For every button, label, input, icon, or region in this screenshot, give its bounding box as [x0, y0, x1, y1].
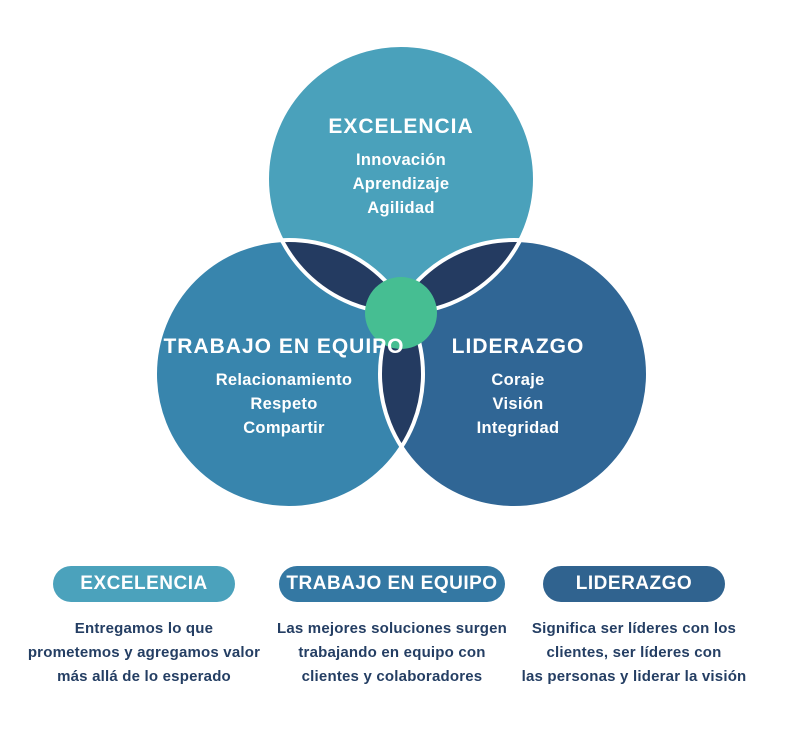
- excelencia-badge-label: EXCELENCIA: [80, 573, 208, 594]
- trabajo-item: Relacionamiento: [215, 371, 353, 389]
- trabajo-item: Respeto: [250, 395, 318, 413]
- trabajo-circle-border: [153, 238, 425, 510]
- liderazgo-circle: [380, 240, 648, 508]
- excelencia-item: Aprendizaje: [352, 175, 450, 193]
- trabajo-badge-label: TRABAJO EN EQUIPO: [286, 573, 498, 594]
- trabajo-description: Las mejores soluciones surgen trabajando…: [276, 620, 508, 685]
- excelencia-item: Innovación: [355, 151, 447, 169]
- liderazgo-text-block: LIDERAZGO Coraje Visión Integridad: [393, 334, 643, 440]
- venn-diagram: [153, 43, 650, 510]
- liderazgo-badge-label: LIDERAZGO: [575, 573, 693, 594]
- center-core-circle: [365, 277, 437, 349]
- trabajo-badge: TRABAJO EN EQUIPO: [279, 566, 505, 602]
- trabajo-item: Compartir: [243, 419, 325, 437]
- excelencia-item: Agilidad: [367, 199, 435, 217]
- excelencia-title: EXCELENCIA: [328, 115, 474, 138]
- liderazgo-item: Coraje: [491, 371, 545, 389]
- liderazgo-badge: LIDERAZGO: [543, 566, 725, 602]
- trabajo-text-block: TRABAJO EN EQUIPO Relacionamiento Respet…: [159, 334, 409, 440]
- trabajo-title: TRABAJO EN EQUIPO: [163, 335, 405, 358]
- liderazgo-circle-border: [378, 238, 650, 510]
- excelencia-text-block: EXCELENCIA Innovación Aprendizaje Agilid…: [276, 114, 526, 220]
- liderazgo-item: Integridad: [476, 419, 560, 437]
- liderazgo-item: Visión: [492, 395, 544, 413]
- liderazgo-description: Significa ser líderes con los clientes, …: [521, 620, 747, 685]
- liderazgo-items: Coraje Visión Integridad: [393, 368, 643, 440]
- excelencia-badge: EXCELENCIA: [53, 566, 235, 602]
- trabajo-items: Relacionamiento Respeto Compartir: [159, 368, 409, 440]
- liderazgo-title: LIDERAZGO: [451, 335, 585, 358]
- excelencia-items: Innovación Aprendizaje Agilidad: [276, 148, 526, 220]
- excelencia-description: Entregamos lo que prometemos y agregamos…: [27, 620, 261, 685]
